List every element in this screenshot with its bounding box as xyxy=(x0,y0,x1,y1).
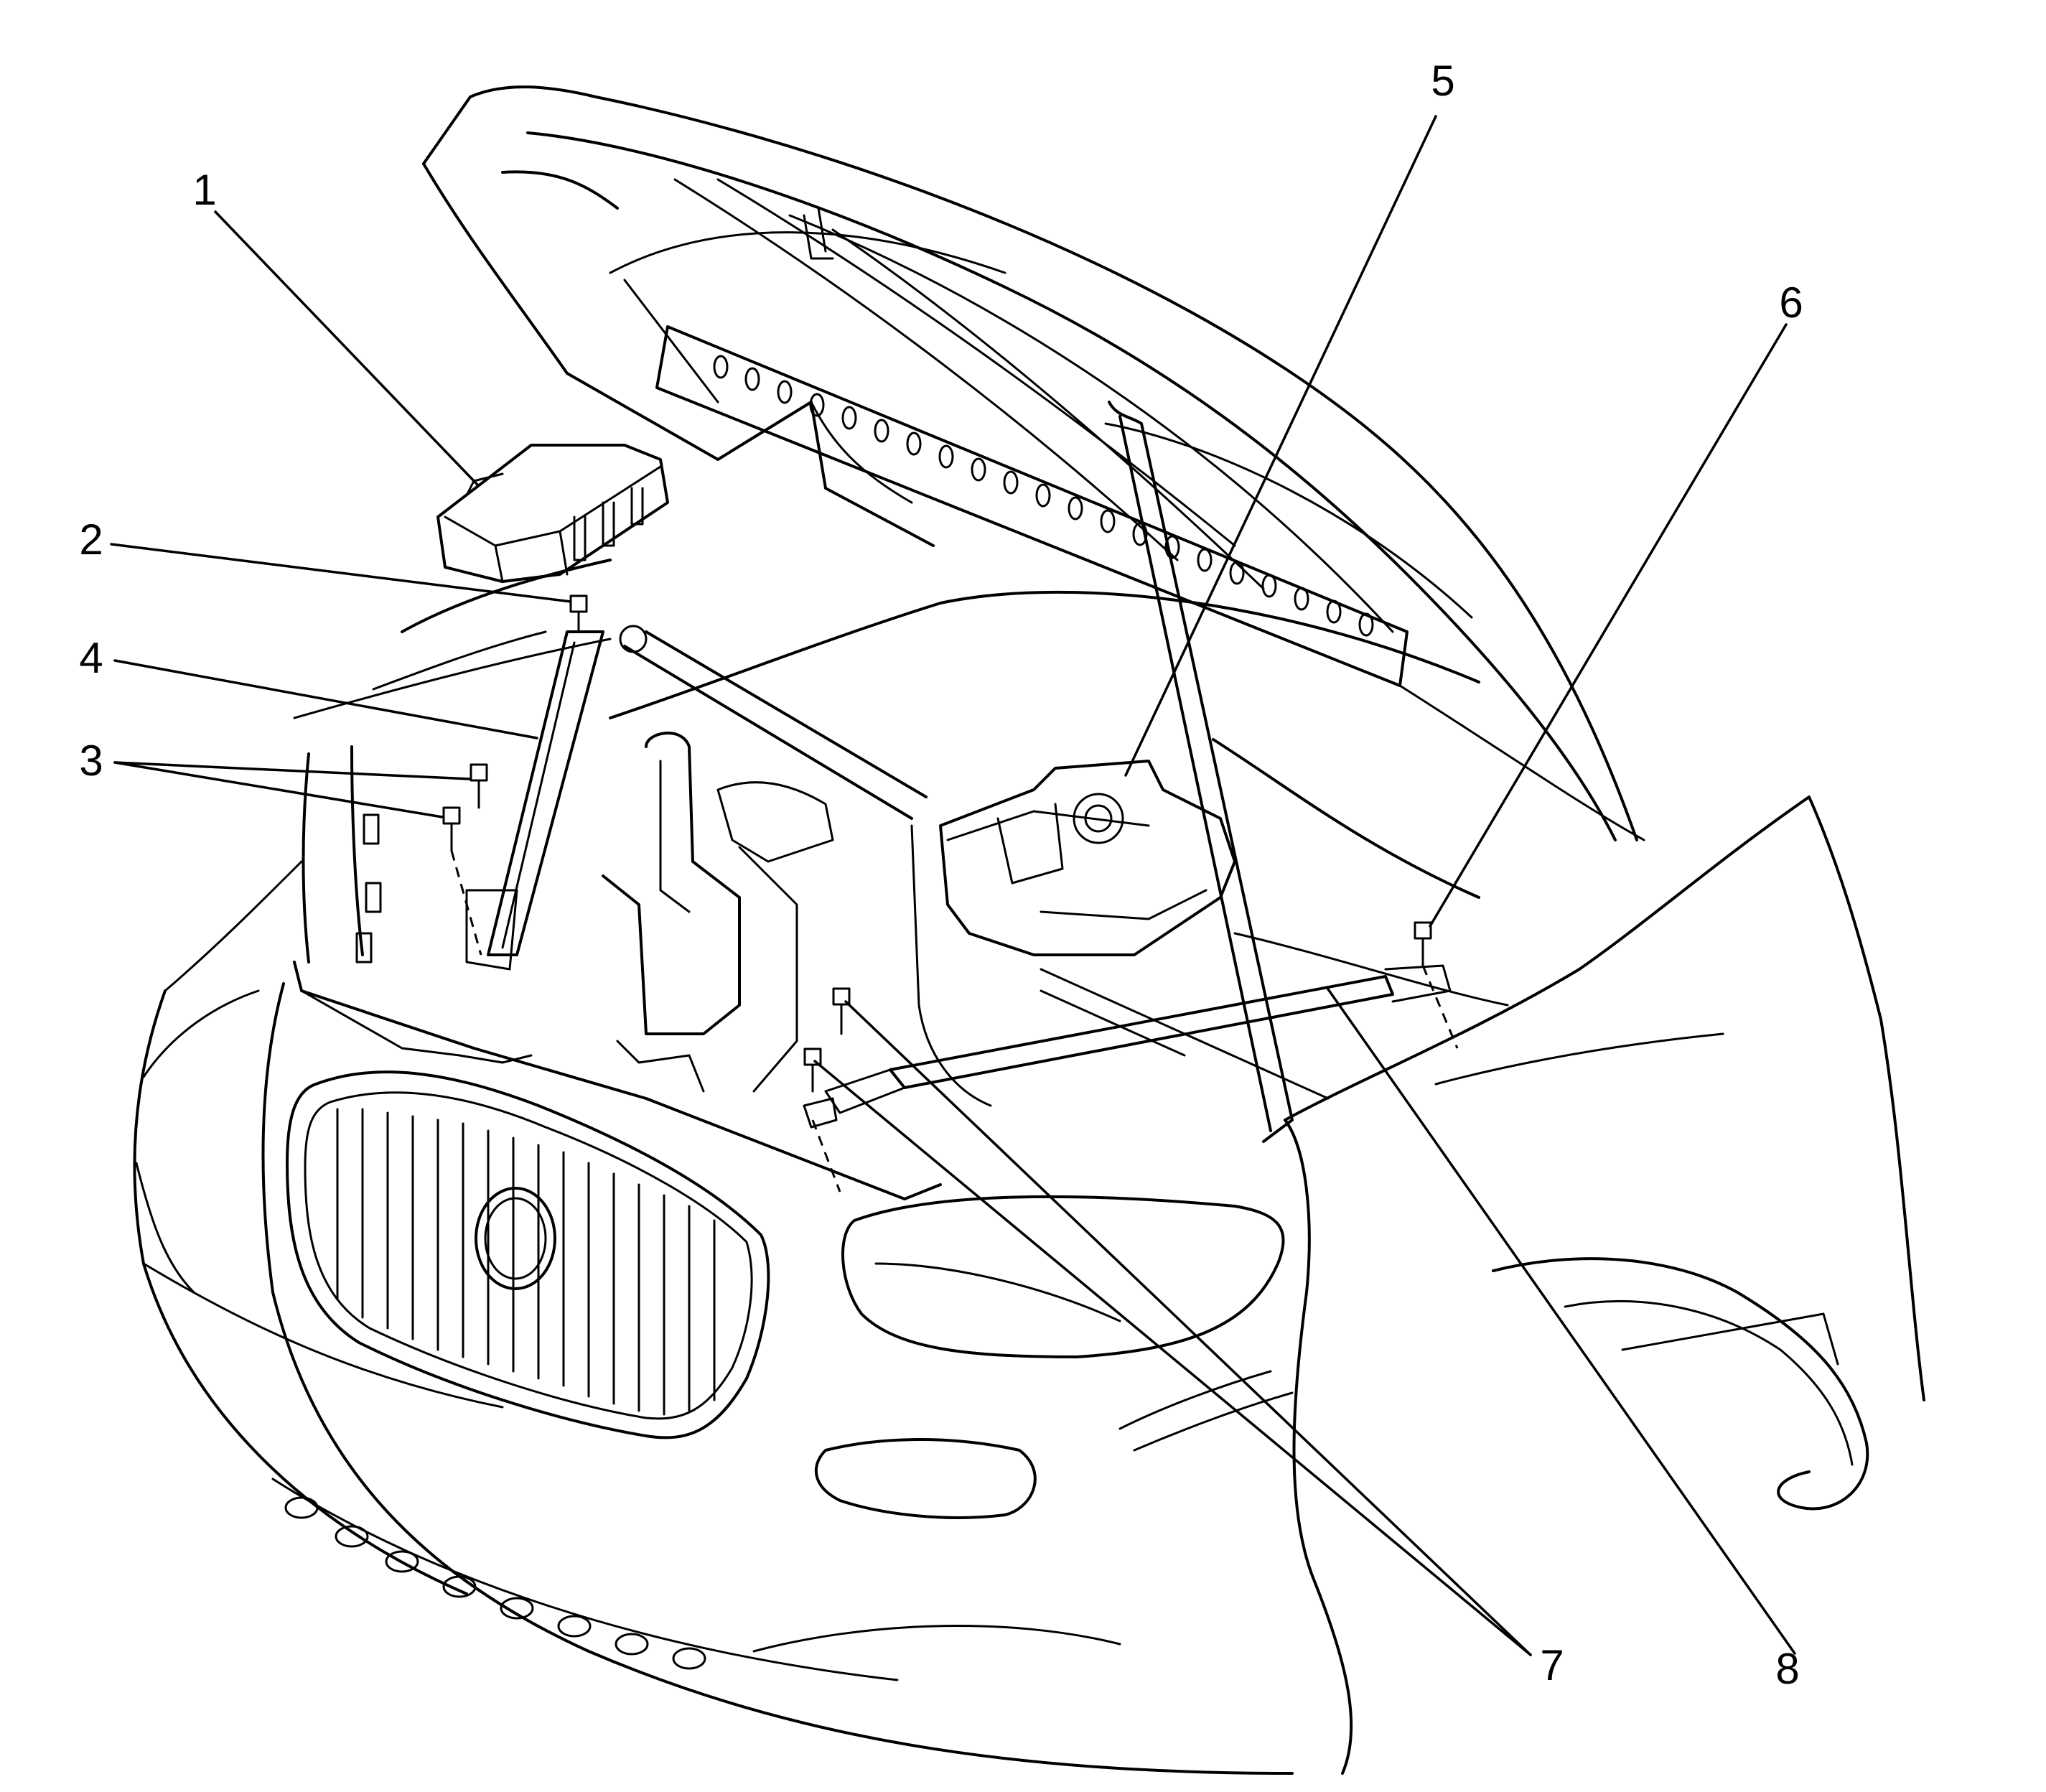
right-bolt xyxy=(1414,921,1459,1049)
callout-labels: 1 2 3 4 5 6 7 8 xyxy=(79,57,1803,1693)
hood-prop-rod xyxy=(1108,401,1294,1143)
leader-lines xyxy=(110,115,1796,1656)
engine-compartment xyxy=(293,372,1509,1107)
front-bumper-and-grille xyxy=(133,795,1925,1775)
leader-line-5 xyxy=(1124,115,1437,777)
leader-line-1 xyxy=(214,210,479,486)
leader-line-6 xyxy=(1429,323,1788,928)
leader-line-8 xyxy=(1325,986,1796,1655)
tie-bar xyxy=(824,964,1452,1114)
hood-vent-holes xyxy=(713,355,1374,637)
callout-1: 1 xyxy=(192,166,216,214)
upper-bolt xyxy=(569,594,588,633)
support-bracket xyxy=(465,630,604,971)
leader-line-2 xyxy=(110,543,572,603)
lower-bolts xyxy=(803,987,851,1193)
bracket-bolts xyxy=(442,763,488,956)
callout-3: 3 xyxy=(79,737,103,785)
leader-line-4 xyxy=(113,659,538,739)
leader-line-3a xyxy=(113,761,471,780)
callout-6: 6 xyxy=(1779,279,1803,327)
callout-5: 5 xyxy=(1431,57,1454,105)
leader-line-3b xyxy=(113,761,444,818)
control-module xyxy=(436,444,669,583)
leader-line-7b xyxy=(813,1060,1532,1656)
callout-2: 2 xyxy=(79,515,103,564)
callout-4: 4 xyxy=(79,634,103,682)
hood xyxy=(422,85,1645,841)
callout-8: 8 xyxy=(1775,1645,1799,1693)
leader-line-7a xyxy=(844,1000,1532,1656)
callout-7: 7 xyxy=(1540,1641,1564,1689)
